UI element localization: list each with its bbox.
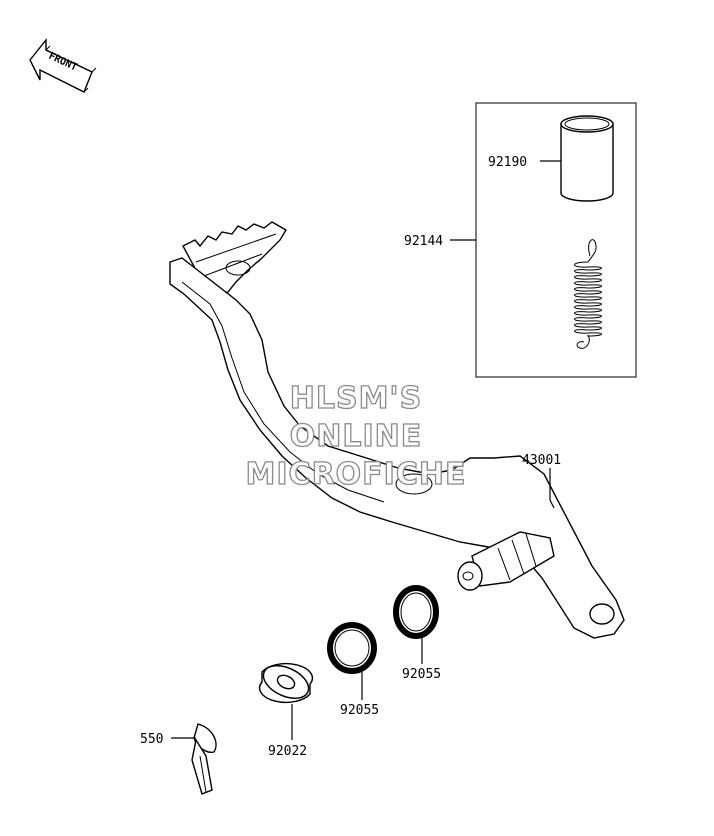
sleeve-part [560, 115, 614, 202]
washer-part [258, 662, 314, 704]
callout-92190: 92190 [488, 155, 527, 170]
spring-part [574, 239, 602, 349]
callout-92022: 92022 [268, 744, 307, 759]
seal-ring-upper [393, 585, 439, 639]
leader-lines [171, 160, 561, 740]
front-arrow-icon [29, 38, 97, 93]
watermark-line-1: HLSM'S [290, 381, 422, 416]
watermark: HLSM'S ONLINE MICROFICHE [245, 380, 467, 492]
watermark-line-2: ONLINE [290, 419, 423, 454]
callout-labels: 92190 92144 43001 92055 92055 92022 550 [140, 155, 561, 759]
brake-pedal-part [169, 221, 625, 639]
front-badge: FRONT [29, 38, 97, 93]
callout-550: 550 [140, 732, 163, 747]
callout-92144: 92144 [404, 234, 443, 249]
seal-ring-lower [327, 622, 377, 674]
callout-92055-lower: 92055 [340, 703, 379, 718]
callout-92055-upper: 92055 [402, 667, 441, 682]
cotter-pin-part [191, 723, 217, 795]
watermark-line-3: MICROFICHE [246, 457, 467, 492]
callout-43001: 43001 [522, 453, 561, 468]
